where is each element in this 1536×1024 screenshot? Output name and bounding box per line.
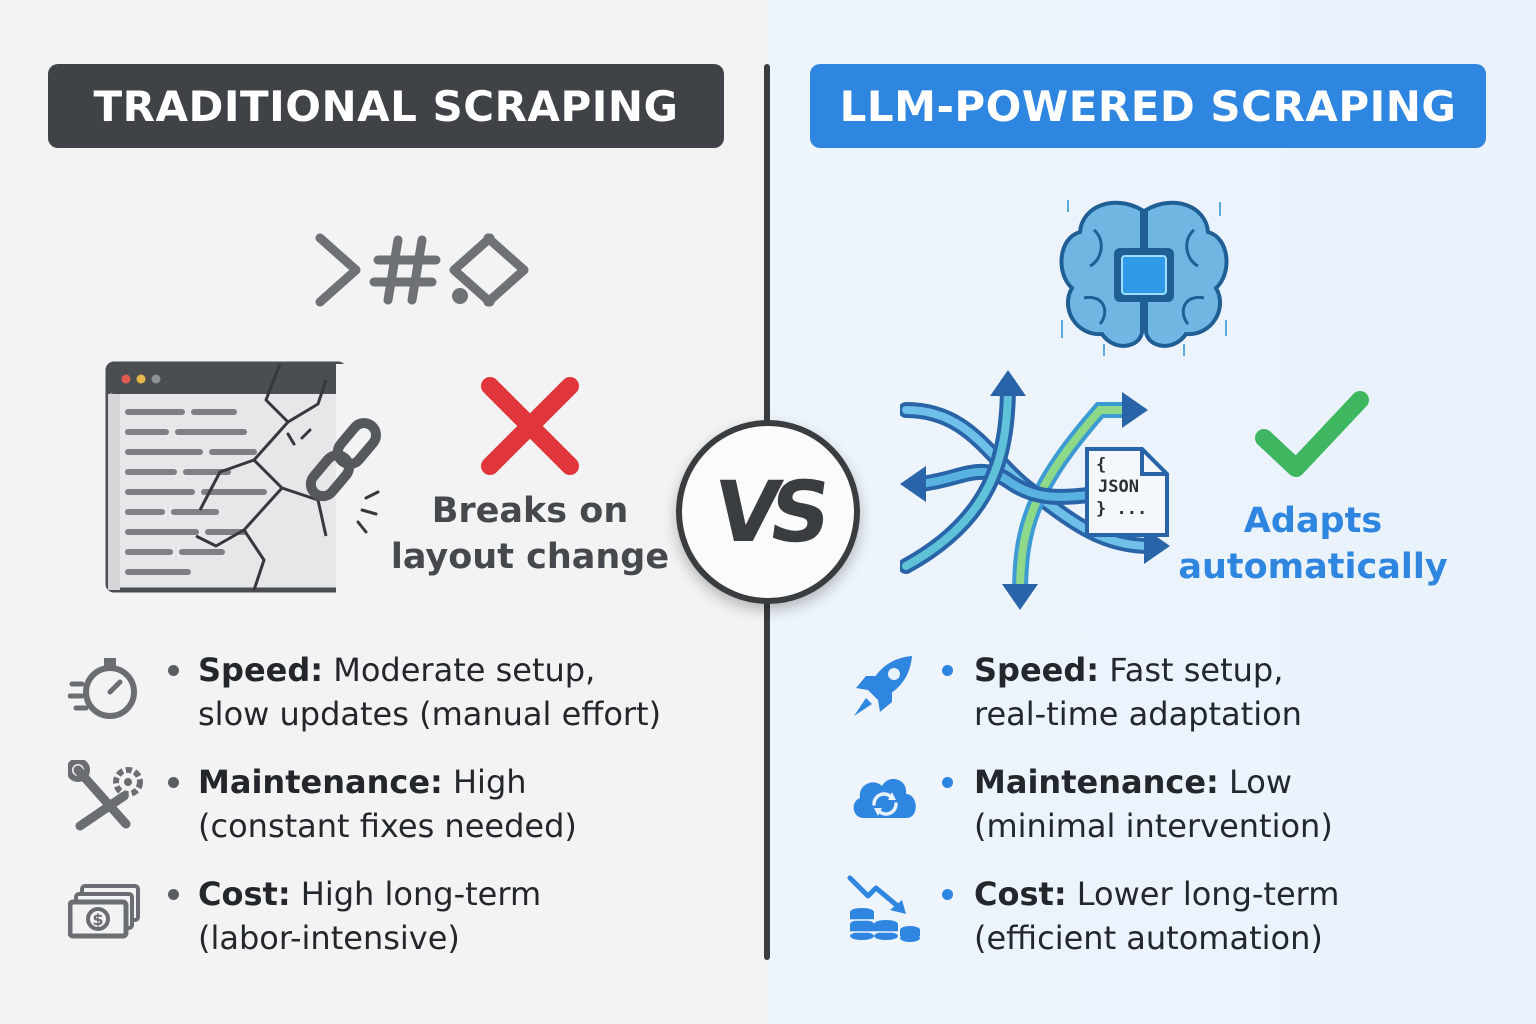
llm-header: LLM-POWERED SCRAPING: [810, 64, 1486, 148]
svg-text:$: $: [92, 910, 103, 929]
bullet-dot: [168, 665, 179, 676]
json-line: } ...: [1096, 499, 1148, 519]
traditional-header: TRADITIONAL SCRAPING: [48, 64, 724, 148]
breaks-caption: Breaks on layout change: [380, 488, 680, 580]
bullet-dot: [942, 889, 953, 900]
maintenance-point: Maintenance: Low (minimal intervention): [846, 760, 1506, 850]
vs-badge: VS: [676, 420, 860, 604]
cost-text: Cost: Lower long-term (efficient automat…: [974, 875, 1340, 957]
bullet-dot: [942, 777, 953, 788]
json-document-icon: [1085, 447, 1169, 537]
maintenance-point: Maintenance: High (constant fixes needed…: [68, 760, 728, 850]
traditional-panel: TRADITIONAL SCRAPING: [48, 64, 728, 962]
stopwatch-icon: [68, 658, 137, 719]
json-line: {: [1096, 455, 1107, 475]
caption-line: Adapts: [1243, 501, 1383, 541]
speed-point: Speed: Fast setup, real-time adaptation: [846, 648, 1506, 738]
cloud-sync-icon: [853, 779, 916, 818]
maintenance-text: Maintenance: High (constant fixes needed…: [198, 763, 577, 845]
bullet-dot: [942, 665, 953, 676]
speed-text: Speed: Fast setup, real-time adaptation: [974, 651, 1302, 733]
green-check-icon: [1255, 391, 1369, 477]
coins-down-icon: [847, 875, 920, 942]
vs-label: VS: [708, 463, 828, 561]
speed-point: Speed: Moderate setup, slow updates (man…: [68, 648, 728, 738]
bullet-dot: [168, 889, 179, 900]
code-symbols-icon: [315, 233, 529, 307]
json-text: { JSON } ...: [1096, 454, 1147, 520]
rocket-icon: [854, 656, 912, 716]
money-icon: $: [68, 884, 140, 939]
adapts-caption: Adapts automatically: [1168, 498, 1458, 590]
cost-point: $ Cost: High long-term (labor-intensive): [68, 872, 728, 962]
wrench-gear-icon: [68, 760, 143, 831]
cost-text: Cost: High long-term (labor-intensive): [198, 875, 542, 957]
broken-browser-icon: [105, 361, 396, 594]
red-cross-icon: [481, 377, 579, 475]
bullet-dot: [168, 777, 179, 788]
llm-panel: LLM-POWERED SCRAPING: [768, 0, 1536, 1024]
maintenance-text: Maintenance: Low (minimal intervention): [974, 763, 1333, 845]
cost-point: Cost: Lower long-term (efficient automat…: [846, 872, 1506, 962]
speed-text: Speed: Moderate setup, slow updates (man…: [198, 651, 662, 733]
caption-line: Breaks on: [431, 491, 629, 531]
ai-brain-icon: [1059, 200, 1229, 356]
caption-line: automatically: [1178, 547, 1448, 587]
json-line: JSON: [1098, 477, 1139, 497]
caption-line: layout change: [390, 537, 670, 577]
